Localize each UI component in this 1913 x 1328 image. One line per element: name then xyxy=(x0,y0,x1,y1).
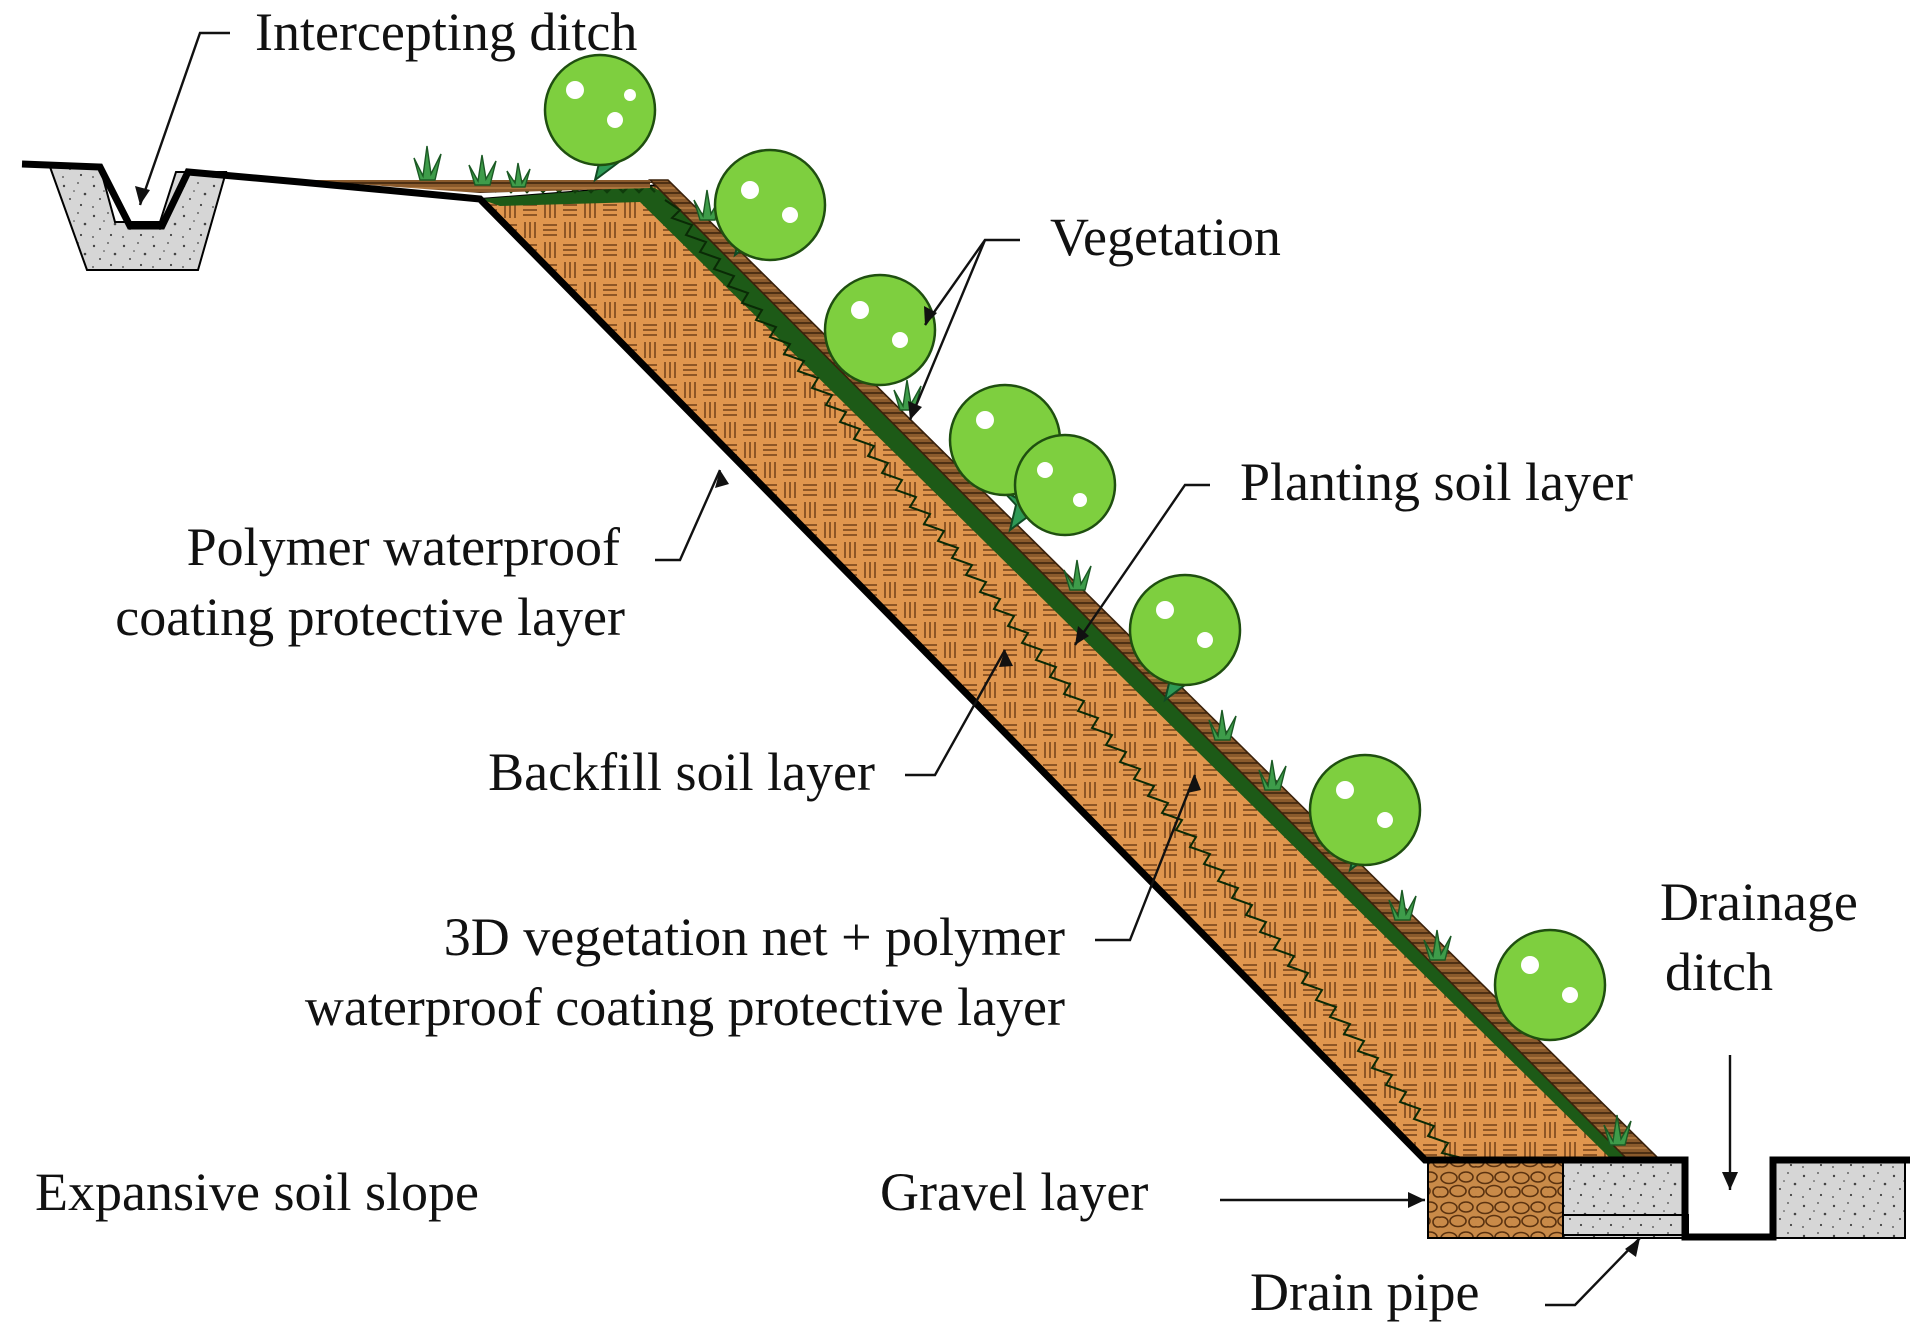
label-planting-soil-layer: Planting soil layer xyxy=(1240,452,1633,512)
grass-tufts xyxy=(413,145,1632,1146)
leader-arrowheads xyxy=(135,186,1738,1257)
tree-4 xyxy=(948,383,1117,537)
label-drainage-line2: ditch xyxy=(1665,942,1773,1002)
label-vegetation: Vegetation xyxy=(1050,207,1281,267)
label-backfill-soil-layer: Backfill soil layer xyxy=(488,742,875,802)
ground-line xyxy=(21,160,1910,1241)
label-expansive-soil-slope: Expansive soil slope xyxy=(35,1162,479,1222)
tree-1 xyxy=(543,53,657,183)
tree-6 xyxy=(1308,753,1422,873)
label-gravel-layer: Gravel layer xyxy=(880,1162,1148,1222)
label-drain-pipe: Drain pipe xyxy=(1250,1262,1479,1322)
label-polymer-line2: coating protective layer xyxy=(115,587,625,647)
label-drainage-line1: Drainage xyxy=(1660,872,1858,932)
label-intercepting-ditch: Intercepting ditch xyxy=(255,2,637,62)
label-polymer-line1: Polymer waterproof xyxy=(187,517,620,577)
tree-2 xyxy=(713,148,827,262)
drain-pipe-shape xyxy=(1562,1214,1689,1236)
label-net-line2: waterproof coating protective layer xyxy=(305,977,1065,1037)
label-net-line1: 3D vegetation net + polymer xyxy=(444,907,1065,967)
intercepting-ditch xyxy=(48,166,228,271)
tree-3 xyxy=(823,273,937,387)
tree-5 xyxy=(1128,573,1242,703)
drainage-concrete-right xyxy=(1772,1159,1906,1239)
gravel-layer-block xyxy=(1427,1159,1564,1239)
drainage-concrete-left xyxy=(1562,1159,1689,1239)
leader-lines xyxy=(138,31,1732,1307)
net-zigzag-line xyxy=(664,199,1463,1159)
tree-7 xyxy=(1493,928,1607,1042)
